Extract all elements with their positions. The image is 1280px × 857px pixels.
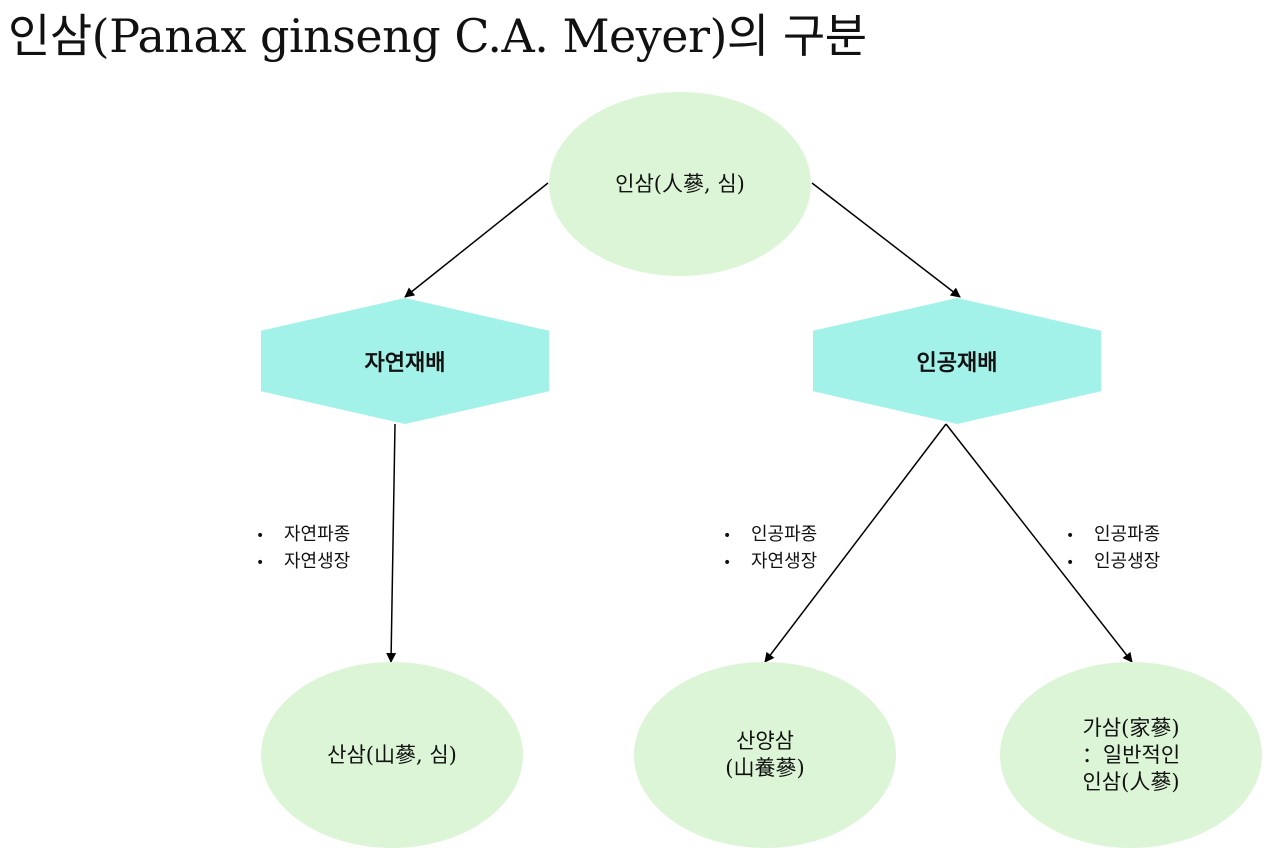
node-label: 인공재배 [916, 351, 998, 376]
gasam-node: 가삼(家蔘) ：일반적인 인삼(人蔘) [1000, 662, 1262, 848]
bullet-item: 자연파종 [256, 522, 350, 549]
node-text-line: ：일반적인 [1081, 742, 1181, 767]
root-node-ginseng: 인삼(人蔘, 심) [549, 92, 811, 276]
bullet-item: 자연생장 [256, 549, 350, 576]
bullet-item: 인공파종 [723, 522, 817, 549]
edge-label-gasam: 인공파종 인공생장 [1066, 522, 1160, 576]
node-text-line: 가삼(家蔘) [1082, 715, 1180, 740]
arrow-artificial-to-gasam [945, 423, 1133, 663]
edge-label-sanyangsam: 인공파종 자연생장 [723, 522, 817, 576]
arrow-artificial-to-sanyangsam [764, 423, 947, 663]
node-text-line: 인삼(人蔘) [1082, 769, 1180, 794]
bullet-item: 자연생장 [723, 549, 817, 576]
arrow-root-to-natural [404, 182, 549, 298]
sansam-node: 산삼(山蔘, 심) [261, 662, 523, 848]
arrow-root-to-artificial [811, 182, 961, 298]
bullet-item: 인공파종 [1066, 522, 1160, 549]
node-text-line: (山養蔘) [725, 756, 805, 780]
bullet-item: 인공생장 [1066, 549, 1160, 576]
node-text-line: 인삼(人蔘, 심) [615, 171, 745, 196]
edge-label-natural: 자연파종 자연생장 [256, 522, 350, 576]
node-text-line: 산삼(山蔘, 심) [327, 742, 457, 767]
page-title: 인삼(Panax ginseng C.A. Meyer)의 구분 [8, 9, 867, 63]
arrow-natural-to-sansam [386, 423, 397, 663]
node-label: 자연재배 [364, 351, 446, 376]
sanyangsam-node: 산양삼 (山養蔘) [634, 662, 896, 848]
node-text-line: 산양삼 [736, 729, 794, 753]
